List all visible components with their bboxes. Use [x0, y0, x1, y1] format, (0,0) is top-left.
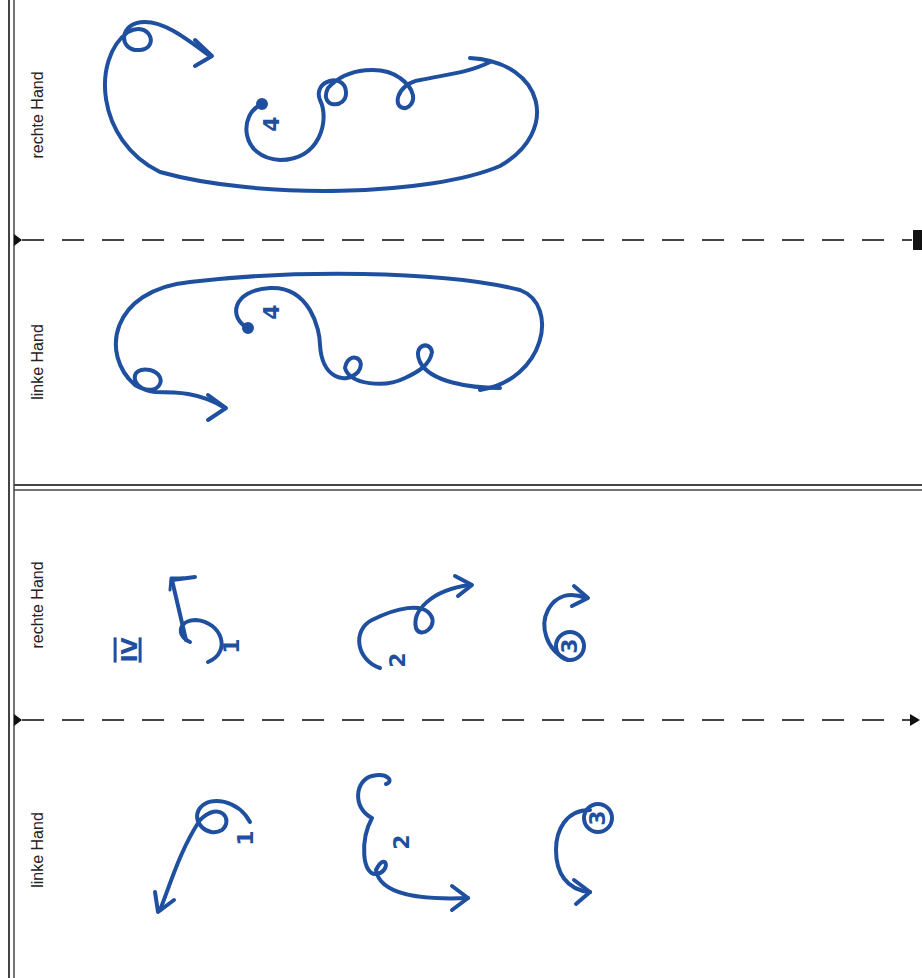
figure-number: 3 — [587, 810, 609, 825]
figure-number: 2 — [387, 652, 409, 667]
figure-number: 4 — [261, 116, 283, 131]
hand-label: rechte Hand — [30, 71, 46, 158]
frame-lines — [9, 0, 922, 978]
figure-number: 1 — [221, 638, 243, 653]
figure-number: 2 — [391, 834, 413, 849]
section-number: IV — [119, 637, 141, 662]
hand-label: rechte Hand — [30, 561, 46, 648]
hand-label: linke Hand — [30, 812, 46, 888]
hand-strokes — [105, 22, 612, 912]
figure-number: 3 — [559, 638, 581, 653]
frame-marks — [14, 230, 922, 726]
hand-label: linke Hand — [30, 324, 46, 400]
figure-number: 4 — [261, 304, 283, 319]
figure-number: 1 — [235, 830, 257, 845]
